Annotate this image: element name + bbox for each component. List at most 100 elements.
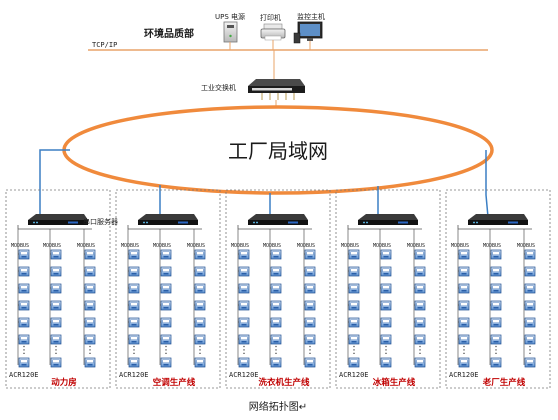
power-meter-icon [238,300,250,311]
power-meter-icon [18,266,30,277]
power-meter-icon [304,300,316,311]
serial-server-icon [468,214,528,225]
power-meter-icon [50,334,62,345]
modbus-label: MODBUS [153,243,171,249]
modbus-label: MODBUS [407,243,425,249]
power-meter-icon [160,300,172,311]
ups-icon [223,21,238,43]
power-meter-icon [458,283,470,294]
serial-server-icon [358,214,418,225]
modbus-label: MODBUS [373,243,391,249]
power-meter-icon [270,357,282,368]
power-meter-icon [348,357,360,368]
power-meter-icon [84,266,96,277]
power-meter-icon [50,317,62,328]
power-meter-icon [380,317,392,328]
modbus-label: MODBUS [483,243,501,249]
ellipsis-icon: ⋮ [459,345,469,356]
modbus-label: MODBUS [187,243,205,249]
power-meter-icon [348,300,360,311]
power-meter-icon [524,317,536,328]
power-meter-icon [458,317,470,328]
meter-model-label: ACR120E [229,371,259,379]
power-meter-icon [304,334,316,345]
power-meter-icon [270,317,282,328]
power-meter-icon [160,334,172,345]
serial-server-icon [138,214,198,225]
power-meter-icon [380,300,392,311]
power-meter-icon [238,266,250,277]
power-meter-icon [128,266,140,277]
power-meter-icon [194,249,206,260]
power-meter-icon [458,249,470,260]
power-meter-icon [380,266,392,277]
power-meter-icon [490,317,502,328]
power-meter-icon [270,266,282,277]
power-meter-icon [414,249,426,260]
zone-border [225,189,331,389]
power-meter-icon [18,300,30,311]
power-meter-icon [490,266,502,277]
switch-label: 工业交换机 [201,83,236,92]
power-meter-icon [348,317,360,328]
power-meter-icon [194,317,206,328]
power-meter-icon [270,283,282,294]
power-meter-icon [238,249,250,260]
meter-model-label: ACR120E [9,371,39,379]
power-meter-icon [128,249,140,260]
industrial-switch-icon [248,79,305,100]
zone-name: 动力房 [51,377,77,388]
power-meter-icon [194,357,206,368]
ellipsis-icon: ⋮ [195,345,205,356]
power-meter-icon [160,283,172,294]
power-meter-icon [380,249,392,260]
modbus-label: MODBUS [11,243,29,249]
power-meter-icon [50,300,62,311]
power-meter-icon [128,317,140,328]
ellipsis-icon: ⋮ [525,345,535,356]
meter-model-label: ACR120E [339,371,369,379]
power-meter-icon [160,357,172,368]
power-meter-icon [414,283,426,294]
power-meter-icon [380,283,392,294]
power-meter-icon [348,334,360,345]
power-meter-icon [524,300,536,311]
power-meter-icon [304,266,316,277]
power-meter-icon [84,300,96,311]
modbus-label: MODBUS [263,243,281,249]
power-meter-icon [50,249,62,260]
department-label: 环境品质部 [144,27,194,40]
meter-model-label: ACR120E [449,371,479,379]
modbus-label: MODBUS [297,243,315,249]
power-meter-icon [414,266,426,277]
ellipsis-icon: ⋮ [349,345,359,356]
ellipsis-icon: ⋮ [85,345,95,356]
power-meter-icon [194,300,206,311]
power-meter-icon [238,283,250,294]
power-meter-icon [238,317,250,328]
power-meter-icon [348,266,360,277]
power-meter-icon [458,300,470,311]
serial-server-label: 串口服务器 [83,217,118,226]
ellipsis-icon: ⋮ [381,345,391,356]
power-meter-icon [524,266,536,277]
power-meter-icon [50,283,62,294]
ellipsis-icon: ⋮ [491,345,501,356]
power-meter-icon [270,249,282,260]
ellipsis-icon: ⋮ [415,345,425,356]
power-meter-icon [414,357,426,368]
power-meter-icon [84,334,96,345]
caption: 网络拓扑图↵ [249,400,307,413]
power-meter-icon [84,283,96,294]
modbus-label: MODBUS [231,243,249,249]
power-meter-icon [128,300,140,311]
zone-border [5,189,111,389]
printer-icon [260,23,286,41]
zone-name: 洗衣机生产线 [258,377,310,388]
zone-border [445,189,551,389]
power-meter-icon [194,266,206,277]
